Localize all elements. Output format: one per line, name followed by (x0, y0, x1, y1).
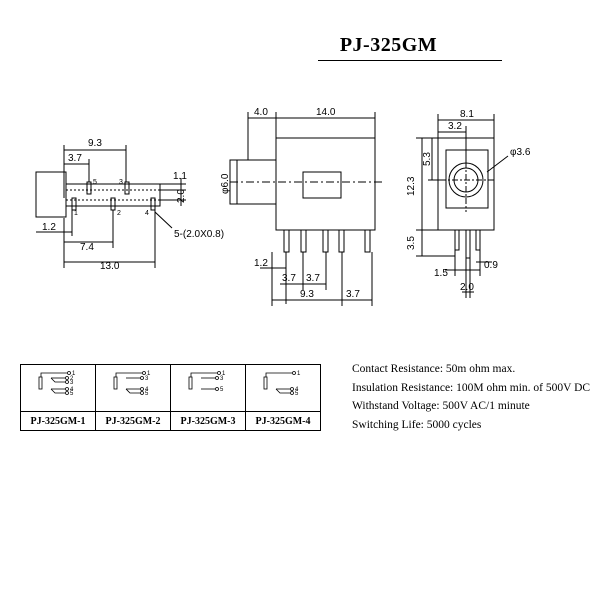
side-view-pin (124, 181, 130, 195)
end-view (416, 114, 509, 298)
pin-number: 1 (147, 371, 151, 377)
side-view-pin (71, 197, 77, 211)
dim-label: 3.7 (346, 289, 360, 300)
dim-label: 3.7 (306, 273, 320, 284)
pin-number: 5 (220, 387, 224, 393)
front-view-window (302, 171, 342, 199)
dim-label: 1.1 (173, 171, 187, 182)
dim-label: 4.0 (254, 107, 268, 118)
dim-label: 0.9 (484, 260, 498, 271)
front-view-pin (322, 229, 329, 253)
dim-label: 2.0 (460, 282, 474, 293)
variant-schematic-cell: 1 2 3 4 5 (20, 364, 96, 412)
dim-label: φ3.6 (510, 147, 531, 158)
dim-label: 3.2 (448, 121, 462, 132)
pin-number: 4 (145, 210, 149, 217)
variant-schematic-cell: 1 3 4 5 (95, 364, 171, 412)
technical-drawing: 9.3 3.7 1.1 2.0 1.2 7.4 13.0 5-(2.0X0.8)… (35, 107, 531, 306)
end-view-pin (454, 229, 460, 251)
pin-number: 4 (295, 387, 299, 393)
front-view-pin (364, 229, 371, 253)
pin-number: 1 (72, 371, 76, 377)
front-view (229, 112, 385, 306)
variant-label: PJ-325GM-1 (20, 411, 96, 431)
pin-number: 5 (93, 179, 97, 186)
pin-number: 3 (145, 376, 149, 382)
dim-label: 12.3 (406, 176, 417, 196)
end-view-inner (445, 149, 489, 209)
dim-label: 2.0 (176, 189, 187, 203)
front-view-pin (338, 229, 345, 253)
spec-list: Contact Resistance: 50m ohm max. Insulat… (352, 360, 590, 434)
pin-number: 1 (74, 210, 78, 217)
variant-label: PJ-325GM-3 (170, 411, 246, 431)
pin-number: 5 (145, 391, 149, 397)
end-view-pin (465, 229, 471, 259)
title-underline (318, 60, 502, 61)
variant-schematic-cell: 1 3 5 (170, 364, 246, 412)
pin-number: 3 (70, 380, 74, 386)
side-view (35, 145, 186, 268)
pin-number: 4 (145, 387, 149, 393)
variant-label: PJ-325GM-4 (245, 411, 321, 431)
dim-label: 1.2 (42, 222, 56, 233)
pin-number: 2 (117, 210, 121, 217)
dim-label: φ6.0 (220, 173, 231, 194)
pin-number: 1 (222, 371, 226, 377)
dim-label: 3.7 (282, 273, 296, 284)
dim-label: 7.4 (80, 242, 94, 253)
pin-number: 2 (70, 376, 74, 382)
pin-number: 3 (220, 376, 224, 382)
side-view-pin (150, 197, 156, 211)
dim-label: 8.1 (460, 109, 474, 120)
dim-label: 9.3 (88, 138, 102, 149)
variant-schematic-cell: 1 4 5 (245, 364, 321, 412)
drawing-title: PJ-325GM (339, 34, 438, 56)
dim-label: 1.5 (434, 268, 448, 279)
front-view-pin (283, 229, 290, 253)
spec-withstand-voltage: Withstand Voltage: 500V AC/1 minute (352, 400, 530, 412)
side-view-plug-part (35, 171, 67, 218)
pin-size-label: 5-(2.0X0.8) (174, 229, 224, 240)
front-view-pin (300, 229, 307, 253)
variant-4-schematic: 1 4 5 (263, 371, 301, 397)
pin-number: 4 (70, 387, 74, 393)
variant-label: PJ-325GM-2 (95, 411, 171, 431)
spec-insulation-resistance: Insulation Resistance: 100M ohm min. of … (352, 381, 591, 394)
dim-label: 9.3 (300, 289, 314, 300)
spec-switching-life: Switching Life: 5000 cycles (352, 418, 482, 431)
pin-number: 5 (295, 391, 299, 397)
spec-contact-resistance: Contact Resistance: 50m ohm max. (352, 363, 516, 375)
variant-1-schematic: 1 2 3 4 5 (38, 371, 76, 397)
side-view-body (65, 183, 161, 207)
dim-label: 13.0 (100, 261, 120, 272)
dim-label: 14.0 (316, 107, 336, 118)
variant-table: 1 2 3 4 5 1 3 4 (20, 364, 321, 431)
variant-2-schematic: 1 3 4 5 (113, 371, 151, 397)
pin-number: 5 (70, 391, 74, 397)
front-view-body (275, 137, 376, 231)
pin-number: 1 (297, 371, 301, 377)
pin-number: 3 (119, 179, 123, 186)
end-view-pin (475, 229, 481, 251)
variant-3-schematic: 1 3 5 (188, 371, 226, 393)
dim-label: 1.2 (254, 258, 268, 269)
dim-label: 5.3 (422, 152, 433, 166)
dim-label: 3.5 (406, 236, 417, 250)
dim-label: 3.7 (68, 153, 82, 164)
